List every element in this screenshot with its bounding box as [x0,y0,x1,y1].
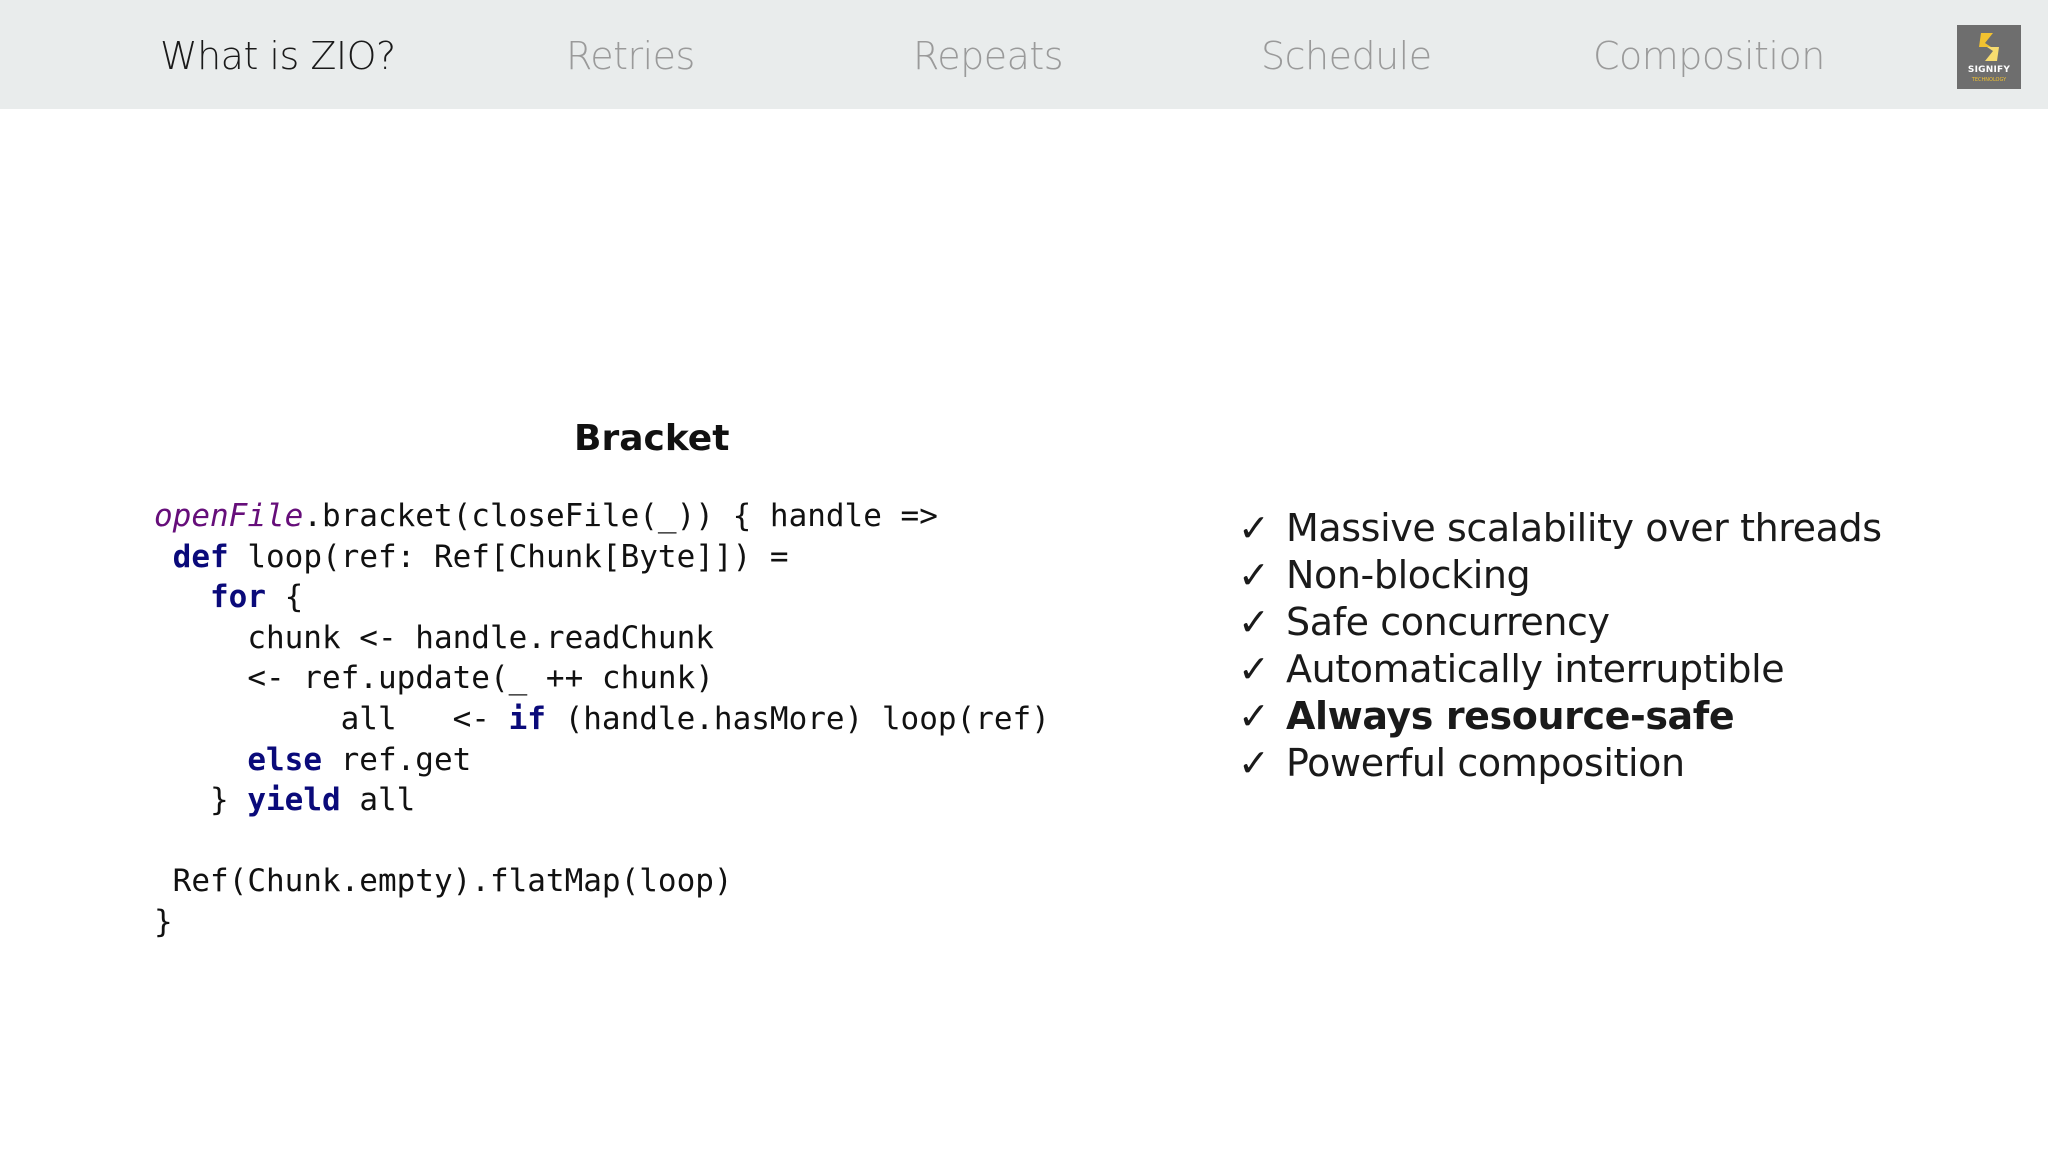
code-block-title: Bracket [574,418,730,459]
code-line: for { [154,579,303,615]
feature-label: Non-blocking [1286,553,1531,597]
code-keyword: else [247,741,322,778]
feature-label: Massive scalability over threads [1286,506,1882,550]
nav-tab-retries[interactable]: Retries [566,34,695,78]
code-text: chunk <- handle.readChunk [154,619,714,656]
code-line: def loop(ref: Ref[Chunk[Byte]]) = [154,539,789,575]
checkmark-icon: ✓ [1238,647,1270,691]
logo-tagline: TECHNOLOGY [1971,77,2007,83]
feature-item: ✓ Massive scalability over threads [1238,505,1882,552]
code-function: openFile [154,498,304,534]
checkmark-icon: ✓ [1238,553,1270,597]
code-block: openFile.bracket(closeFile(_)) { handle … [154,496,1050,943]
code-text: } [154,903,173,940]
code-text [154,539,173,575]
logo-name: SIGNIFY [1967,65,2011,75]
feature-label: Automatically interruptible [1286,647,1785,691]
code-keyword: if [508,700,546,737]
code-text [154,742,247,778]
code-text: ref.get [321,741,472,778]
code-text: <- ref.update(_ ++ chunk) [154,660,714,697]
feature-list: ✓ Massive scalability over threads ✓ Non-bl… [1238,505,1882,787]
code-line: } [154,904,173,940]
signify-logo-icon [1979,33,1999,61]
checkmark-icon: ✓ [1238,600,1270,644]
code-text: { [266,579,304,616]
code-line: chunk <- handle.readChunk [154,620,714,656]
feature-item: ✓ Safe concurrency [1238,599,1882,646]
code-line: all <- if (handle.hasMore) loop(ref) [154,701,1050,737]
feature-item: ✓ Automatically interruptible [1238,646,1882,693]
code-line: openFile.bracket(closeFile(_)) { handle … [154,498,938,534]
nav-tab-repeats[interactable]: Repeats [913,34,1064,78]
code-text [154,579,210,615]
code-text: all <- [154,700,509,737]
code-text: all [340,782,416,819]
code-text: Ref(Chunk.empty).flatMap(loop) [154,863,733,900]
code-line: <- ref.update(_ ++ chunk) [154,660,714,696]
code-keyword: yield [247,782,341,819]
feature-label: Powerful composition [1286,741,1685,785]
signify-logo: SIGNIFY TECHNOLOGY [1957,25,2021,89]
feature-item: ✓ Non-blocking [1238,552,1882,599]
code-line: Ref(Chunk.empty).flatMap(loop) [154,863,733,899]
feature-item: ✓ Powerful composition [1238,740,1882,787]
nav-tab-schedule[interactable]: Schedule [1261,34,1432,78]
checkmark-icon: ✓ [1238,694,1270,738]
feature-item: ✓ Always resource-safe [1238,693,1882,740]
code-text: .bracket(closeFile(_)) { handle => [303,498,938,534]
code-text: (handle.hasMore) loop(ref) [545,700,1050,737]
checkmark-icon: ✓ [1238,741,1270,785]
code-keyword: def [172,538,229,575]
code-line: else ref.get [154,742,471,778]
code-keyword: for [210,579,266,616]
checkmark-icon: ✓ [1238,506,1270,550]
nav-tab-what-is-zio[interactable]: What is ZIO? [160,34,396,78]
code-text: } [154,782,248,819]
top-navigation-bar: What is ZIO? Retries Repeats Schedule Co… [0,0,2048,109]
feature-label: Always resource-safe [1286,694,1735,738]
feature-label: Safe concurrency [1286,600,1610,644]
code-text: loop(ref: Ref[Chunk[Byte]]) = [228,538,789,575]
nav-tab-composition[interactable]: Composition [1593,34,1825,78]
code-line: } yield all [154,782,415,818]
